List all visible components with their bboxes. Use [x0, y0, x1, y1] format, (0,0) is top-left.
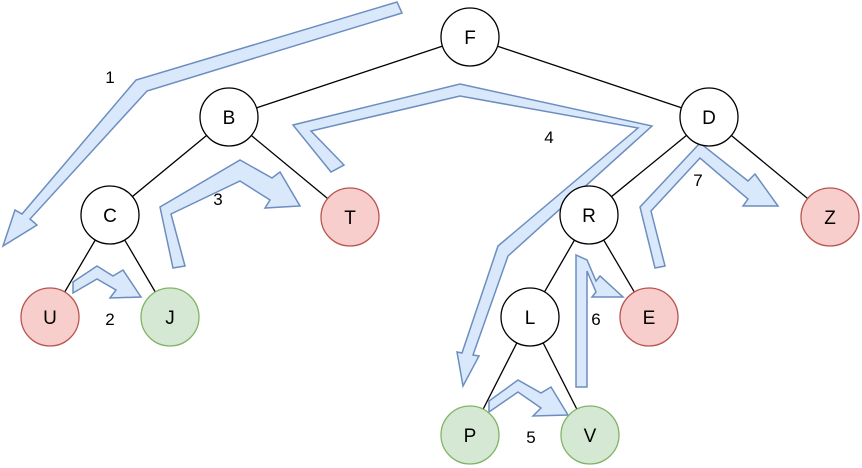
tree-node-c: C: [80, 185, 140, 245]
tree-node-r: R: [559, 185, 619, 245]
node-circle: [320, 187, 380, 247]
tree-node-p: P: [440, 405, 500, 465]
tree-node-j: J: [140, 287, 200, 347]
node-circle: [199, 87, 259, 147]
node-circle: [440, 7, 500, 67]
node-label: L: [525, 308, 536, 329]
node-label: U: [43, 308, 57, 329]
node-label: V: [584, 426, 597, 447]
step-label-6: 6: [591, 310, 600, 329]
tree-node-f: F: [440, 7, 500, 67]
tree-node-u: U: [20, 287, 80, 347]
tree-node-v: V: [560, 405, 620, 465]
node-circle: [440, 405, 500, 465]
traversal-arrow-2: [72, 265, 143, 299]
node-label: P: [464, 426, 477, 447]
step-label-4: 4: [544, 128, 553, 147]
tree-node-t: T: [320, 187, 380, 247]
tree-node-z: Z: [800, 187, 860, 247]
node-circle: [20, 287, 80, 347]
step-label-5: 5: [526, 428, 535, 447]
node-circle: [80, 185, 140, 245]
step-label-1: 1: [105, 68, 114, 87]
step-labels: 1 2 3 4 5 6 7: [105, 68, 702, 447]
traversal-arrow-1: [1, 1, 404, 248]
node-label: E: [643, 308, 656, 329]
node-circle: [559, 185, 619, 245]
node-label: C: [103, 206, 117, 227]
node-circle: [140, 287, 200, 347]
node-label: R: [582, 206, 596, 227]
node-circle: [500, 287, 560, 347]
node-circle: [800, 187, 860, 247]
node-circle: [619, 287, 679, 347]
node-circle: [560, 405, 620, 465]
node-label: J: [165, 308, 175, 329]
traversal-arrow-7: [639, 141, 780, 269]
node-label: B: [223, 108, 236, 129]
node-circle: [679, 87, 739, 147]
step-label-2: 2: [105, 310, 114, 329]
traversal-arrow-4: [291, 83, 654, 389]
step-label-3: 3: [213, 190, 222, 209]
tree-node-l: L: [500, 287, 560, 347]
tree-node-e: E: [619, 287, 679, 347]
node-label: T: [344, 208, 356, 229]
node-label: F: [464, 28, 476, 49]
node-label: D: [702, 108, 716, 129]
edge-f-b: [228, 36, 471, 118]
tree-node-b: B: [199, 87, 259, 147]
traversal-arrows: [1, 1, 780, 417]
traversal-arrow-5: [488, 379, 570, 417]
tree-node-d: D: [679, 87, 739, 147]
traversal-arrow-3: [159, 159, 302, 269]
tree-nodes: F B D C T R Z U J L E P V: [20, 7, 860, 465]
traversal-arrow-6: [575, 253, 625, 388]
node-label: Z: [824, 208, 836, 229]
step-label-7: 7: [693, 171, 702, 190]
edge-f-d: [469, 36, 710, 118]
